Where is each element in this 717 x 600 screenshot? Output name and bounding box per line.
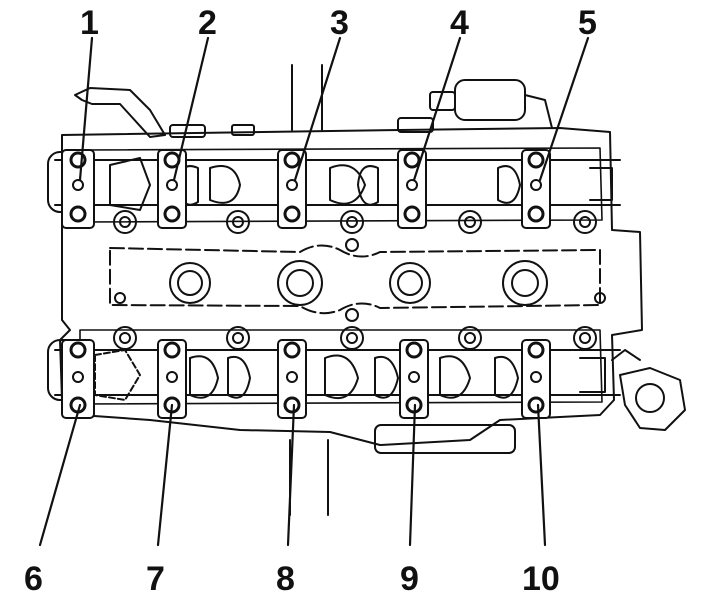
cover-bolts [113, 210, 606, 350]
leader-4 [412, 36, 462, 182]
callout-1: 1 [80, 4, 99, 42]
hose-clamp [619, 367, 686, 431]
callout-leaders [38, 36, 590, 547]
leader-2 [172, 36, 210, 182]
leader-10 [536, 403, 547, 547]
callout-3: 3 [330, 4, 349, 42]
leader-8 [286, 403, 296, 547]
callout-10: 10 [522, 560, 560, 598]
leader-9 [408, 403, 417, 547]
callout-5: 5 [578, 4, 597, 42]
callout-labels: 1 2 3 4 5 6 7 8 9 10 [24, 4, 597, 598]
callout-8: 8 [276, 560, 295, 598]
callout-7: 7 [146, 560, 165, 598]
camshaft-sensor [454, 79, 526, 121]
top-bracket [74, 87, 166, 138]
spark-plug-wells [169, 260, 548, 306]
callout-2: 2 [198, 4, 217, 42]
leader-5 [538, 36, 590, 182]
spark-plug-deck [109, 244, 601, 315]
leader-7 [156, 403, 174, 547]
callout-9: 9 [400, 560, 419, 598]
leader-3 [293, 36, 342, 182]
bottom-bearing-caps [61, 339, 551, 419]
leader-6 [38, 403, 82, 547]
callout-6: 6 [24, 560, 43, 598]
leader-1 [78, 36, 94, 182]
callout-4: 4 [450, 4, 469, 42]
